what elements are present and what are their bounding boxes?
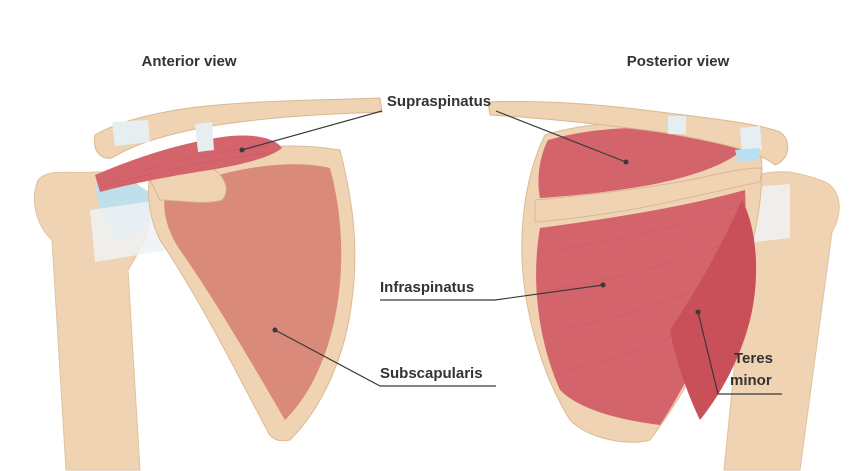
anterior-view-title: Anterior view	[141, 53, 236, 70]
posterior-view	[488, 101, 839, 470]
anterior-view	[34, 98, 382, 470]
ligament-clavicle-right	[740, 126, 762, 152]
subscapularis-label: Subscapularis	[380, 365, 483, 382]
posterior-view-title: Posterior view	[627, 53, 730, 70]
teres-minor-label-line2: minor	[730, 372, 772, 389]
ligament-clavicle-mid	[195, 122, 214, 152]
ligament-clavicle-left	[112, 120, 150, 146]
ligament-clavicle-right2	[668, 116, 686, 134]
teres-minor-label-line1: Teres	[734, 350, 773, 367]
cartilage-posterior	[735, 148, 760, 162]
infraspinatus-label: Infraspinatus	[380, 279, 474, 296]
supraspinatus-label: Supraspinatus	[387, 93, 491, 110]
